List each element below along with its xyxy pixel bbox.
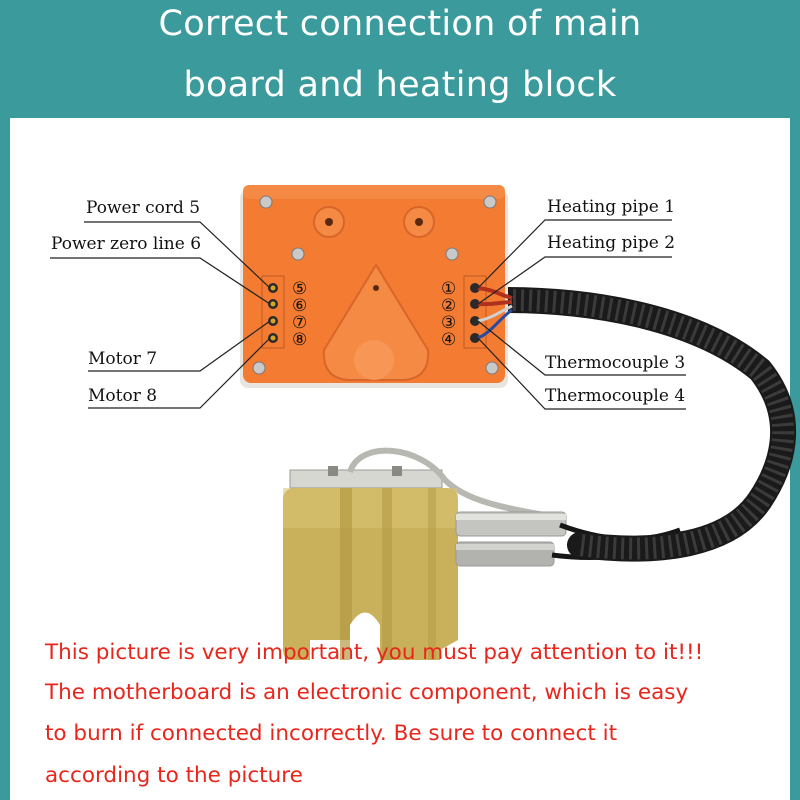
header-banner: Correct connection of main board and hea…: [0, 0, 800, 118]
label-thermocouple-3: Thermocouple 3: [545, 353, 686, 373]
terminal-5: ⑤: [292, 279, 307, 299]
warning-line-3: to burn if connected incorrectly. Be sur…: [45, 721, 618, 746]
leader-lines: [50, 219, 686, 410]
terminal-6: ⑥: [292, 296, 307, 316]
label-thermocouple-4: Thermocouple 4: [545, 386, 686, 406]
page-title-line-1: Correct connection of main: [158, 4, 642, 44]
terminal-4: ④: [441, 330, 456, 350]
warning-line-2: The motherboard is an electronic compone…: [45, 680, 689, 705]
warning-line-1: This picture is very important, you must…: [45, 640, 704, 665]
heating-block: [283, 447, 681, 660]
wire-conduit: [492, 287, 796, 562]
label-power-zero-line-6: Power zero line 6: [51, 234, 202, 254]
terminal-1: ①: [441, 279, 456, 299]
page-title-line-2: board and heating block: [183, 65, 617, 105]
terminal-7: ⑦: [292, 313, 307, 333]
label-heating-pipe-1: Heating pipe 1: [547, 197, 676, 217]
label-power-cord-5: Power cord 5: [86, 198, 201, 218]
warning-line-4: according to the picture: [45, 763, 303, 788]
main-board: [240, 185, 513, 388]
terminal-2: ②: [441, 296, 456, 316]
label-motor-8: Motor 8: [88, 386, 158, 406]
terminal-8: ⑧: [292, 330, 307, 350]
terminal-3: ③: [441, 313, 456, 333]
label-heating-pipe-2: Heating pipe 2: [547, 233, 676, 253]
label-motor-7: Motor 7: [88, 349, 158, 369]
